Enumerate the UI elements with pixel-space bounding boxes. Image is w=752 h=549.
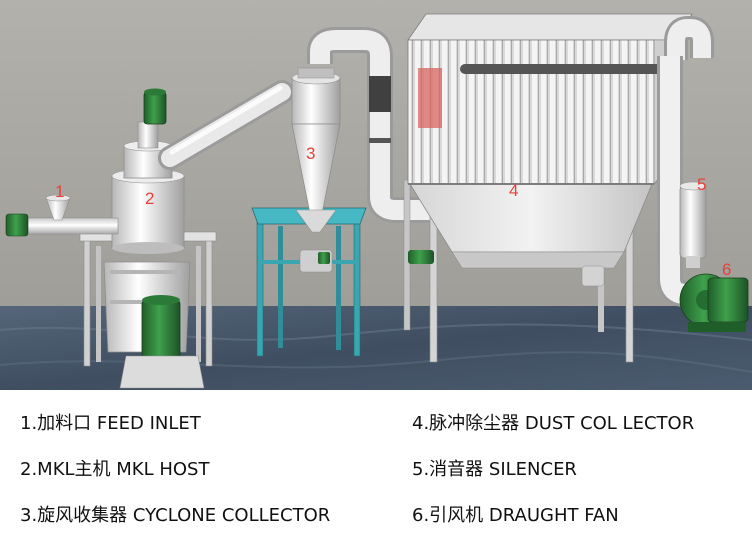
host-motor <box>141 299 181 361</box>
legend-item-feed-inlet: 1.加料口 FEED INLET <box>20 413 201 434</box>
callout-1: 1 <box>55 182 64 201</box>
duct-host-to-cyclone <box>158 80 294 170</box>
silencer <box>679 181 707 268</box>
callout-6: 6 <box>722 260 731 279</box>
callout-4: 4 <box>509 181 518 200</box>
equipment-diagram: 1 2 3 4 5 6 <box>0 0 752 390</box>
mkl-host <box>79 88 217 389</box>
legend-item-silencer: 5.消音器 SILENCER <box>412 459 577 480</box>
legend-item-draught-fan: 6.引风机 DRAUGHT FAN <box>412 505 619 526</box>
cyclone-collector <box>251 67 367 357</box>
duct-cyclone-to-collector <box>307 27 438 223</box>
legend-item-cyclone-collector: 3.旋风收集器 CYCLONE COLLECTOR <box>20 505 331 526</box>
callout-3: 3 <box>306 144 315 163</box>
draught-fan <box>679 273 749 332</box>
callout-5: 5 <box>697 175 706 194</box>
callout-2: 2 <box>145 189 154 208</box>
top-motor <box>143 91 167 125</box>
legend-item-dust-collector: 4.脉冲除尘器 DUST COL LECTOR <box>412 413 695 434</box>
inlet-valve <box>5 213 29 237</box>
feed-inlet <box>5 194 119 237</box>
legend-item-mkl-host: 2.MKL主机 MKL HOST <box>20 459 210 480</box>
